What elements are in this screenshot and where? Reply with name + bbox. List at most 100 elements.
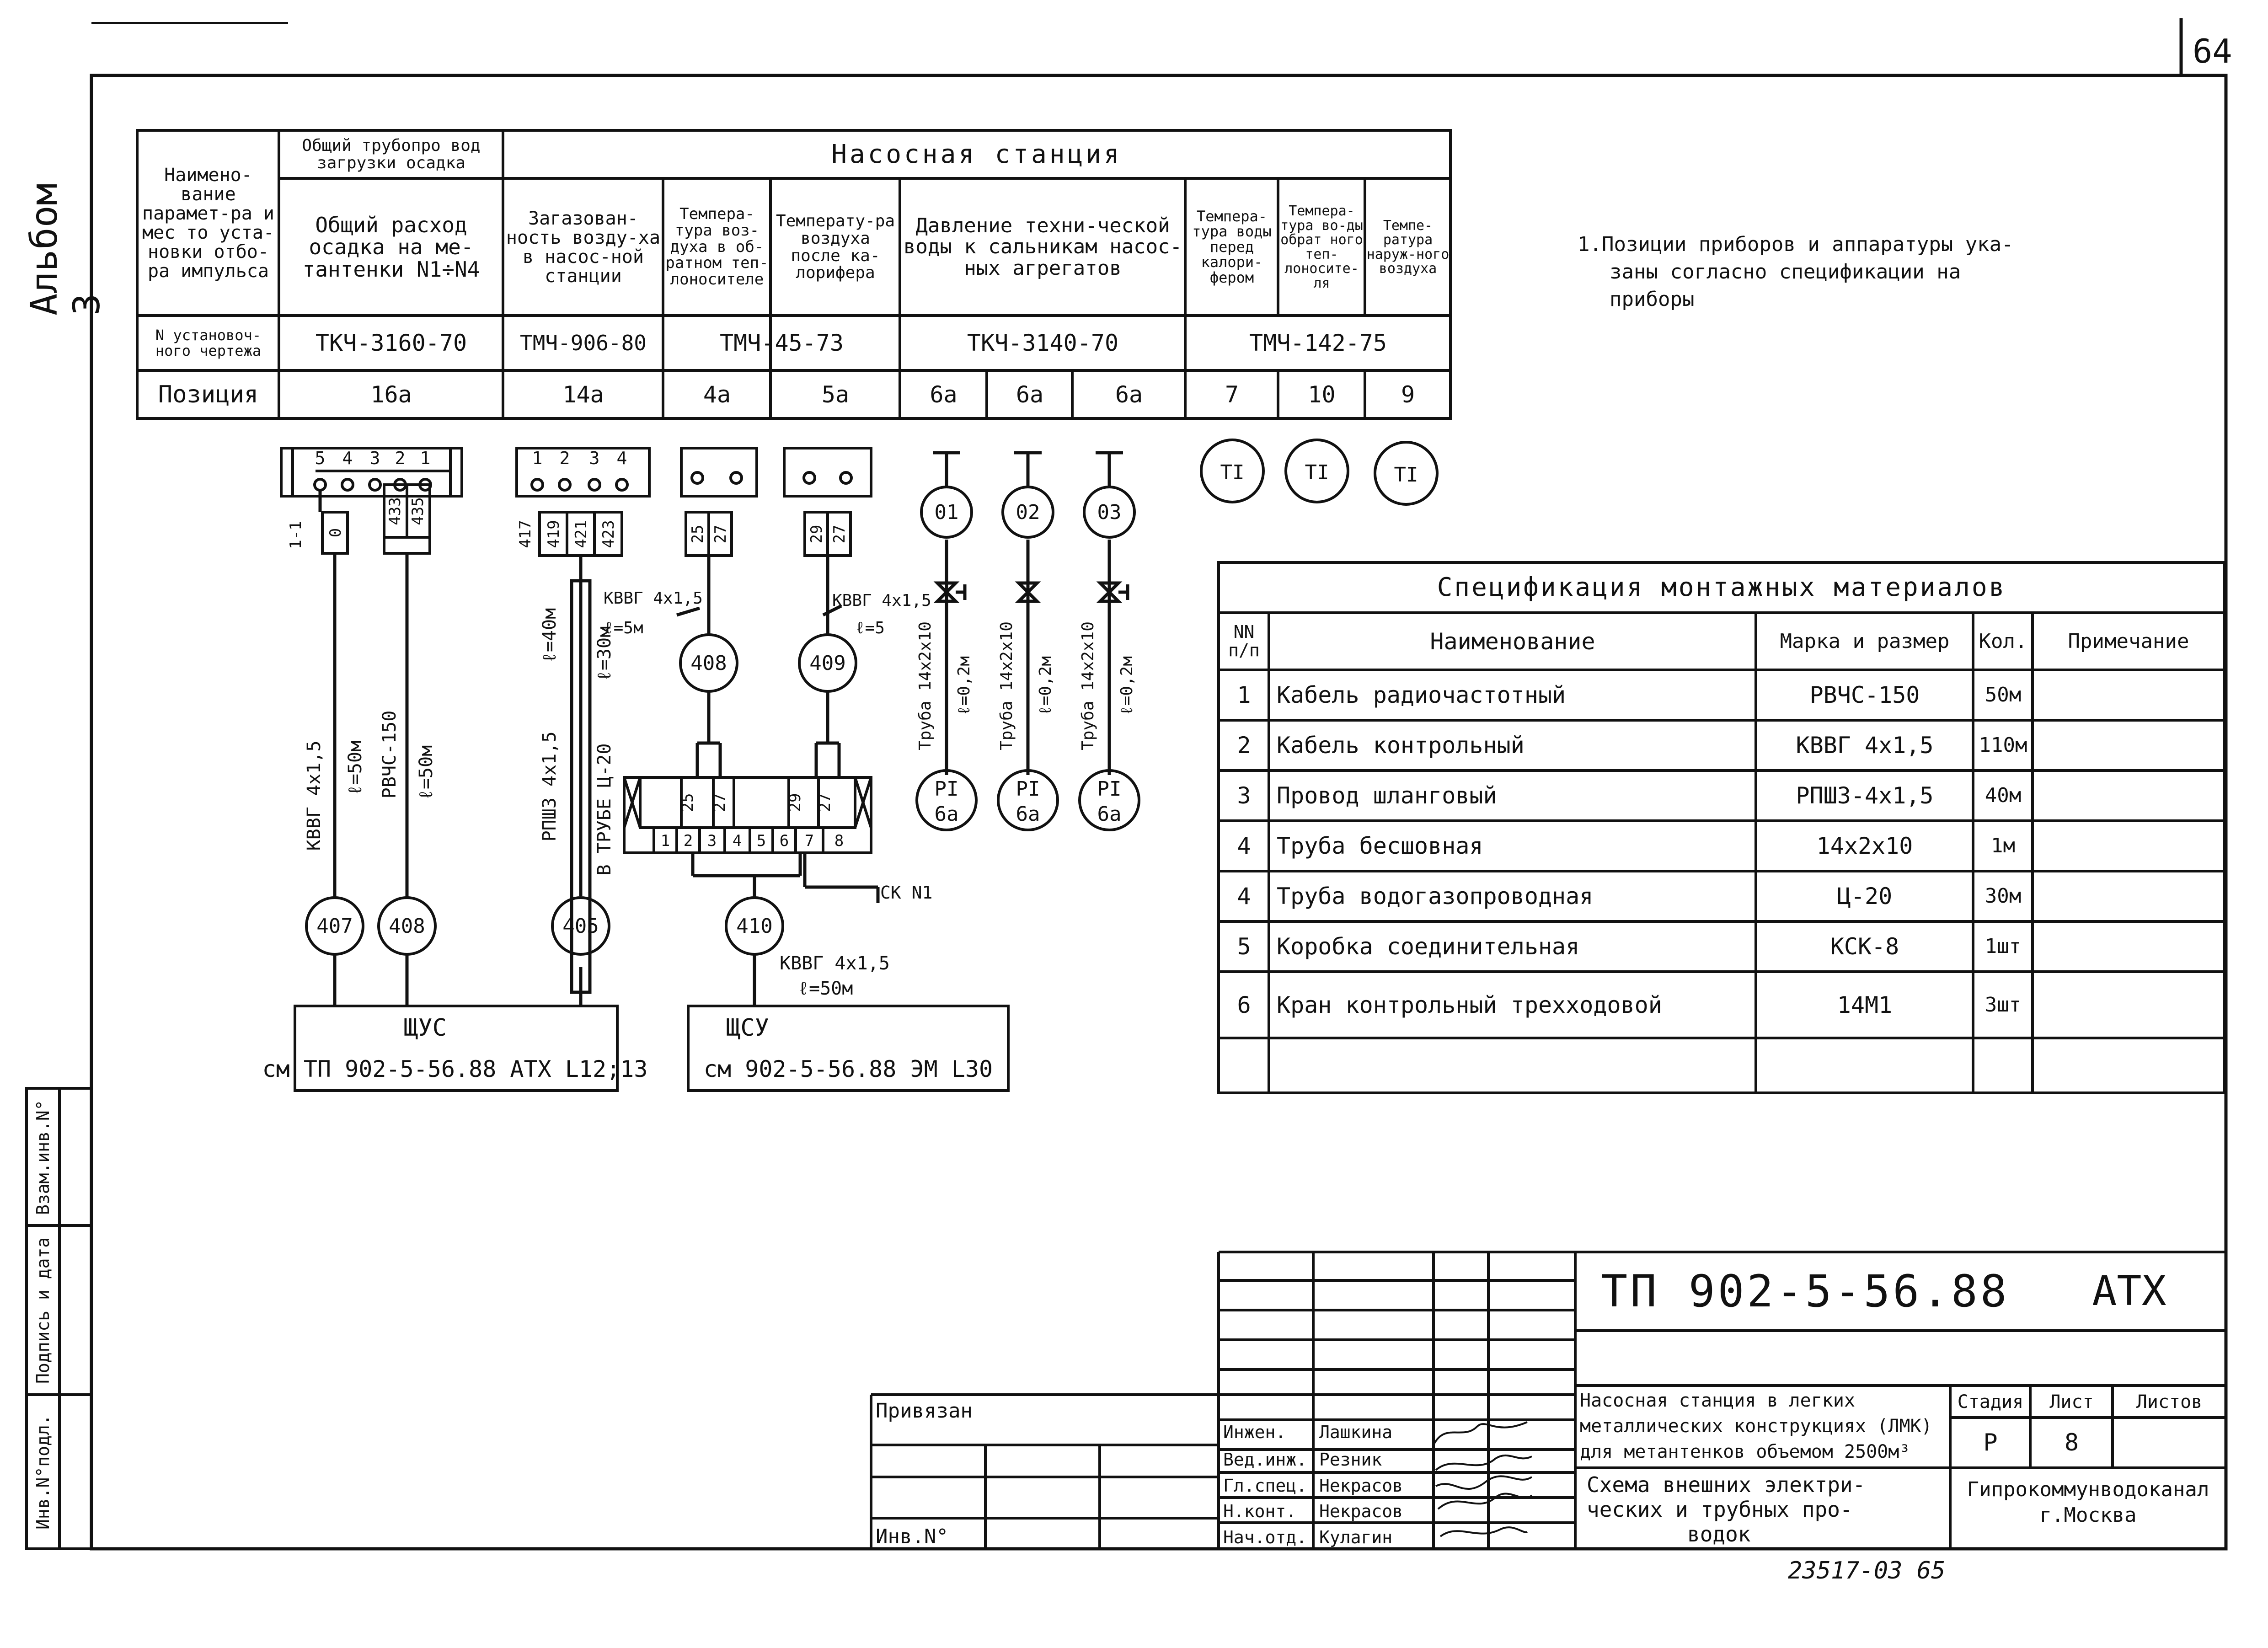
doc-title-2-line-2: ческих и трубных про- xyxy=(1587,1497,1853,1522)
cable-rvchs-len: ℓ=50м xyxy=(416,745,437,800)
org-block: Гипрокоммунводоканал г.Москва xyxy=(1952,1477,2225,1528)
panel-a-ref: см ТП 902-5-56.88 АТХ L12;13 xyxy=(262,1056,648,1082)
param-group-station: Насосная станция xyxy=(831,139,1122,169)
spec-header-qty: Кол. xyxy=(1979,629,2027,653)
sheets-label: Листов xyxy=(2136,1391,2203,1413)
pi-pos-1: 6а xyxy=(935,803,959,826)
box-mark-25: 25 xyxy=(679,793,697,812)
position-7: 6а xyxy=(1115,381,1143,408)
device-408: 408 xyxy=(389,915,425,938)
spec-cell-name: Кран контрольный трехходовой xyxy=(1277,991,1662,1018)
param-col-5: Давление техни-ческой воды к сальникам н… xyxy=(903,214,1182,280)
doc-title-1-line-1: Насосная станция в легких xyxy=(1580,1390,1856,1411)
notes: 1.Позиции приборов и аппаратуры ука- зан… xyxy=(1578,231,2014,313)
param-col-7: Темпера-тура во-ды обрат ного теп-лоноси… xyxy=(1280,203,1363,291)
wire-mark-435: 435 xyxy=(409,497,427,525)
name-1: Лашкина xyxy=(1319,1422,1392,1442)
device-numbers: 407 408 405 410 408 409 01 02 03 PI 6а P… xyxy=(316,461,1418,938)
title-block-signers: Инжен. Лашкина Вед.инж. Резник Гл.спец. … xyxy=(876,1399,1403,1548)
terminal-a-5: 1 xyxy=(420,448,431,468)
param-col-4: Температу-ра воздуха после ка-лорифера xyxy=(776,211,895,283)
terminal-a-4: 2 xyxy=(395,448,406,468)
cable-rpsh-len: ℓ=40м xyxy=(539,608,560,663)
ti-1: TI xyxy=(1220,461,1245,484)
spec-cell-name: Коробка соединительная xyxy=(1277,933,1580,960)
param-col-3: Темпера-тура воз-духа в об-ратном теп-ло… xyxy=(665,205,769,289)
spec-cell-no: 2 xyxy=(1237,732,1251,759)
cable-rpsh: РПШЗ 4х1,5 xyxy=(539,732,560,842)
cable-labels: КВВГ 4х1,5 ℓ=50м РВЧС-150 ℓ=50м РПШЗ 4х1… xyxy=(304,589,1136,999)
box-terminal-4: 4 xyxy=(733,832,742,850)
wire-mark-423: 423 xyxy=(599,520,618,548)
drawing-no-2: ТМЧ-906-80 xyxy=(520,331,647,356)
doc-mark: АТХ xyxy=(2092,1267,2166,1316)
position-9: 10 xyxy=(1308,381,1336,408)
position-2: 14а xyxy=(562,381,604,408)
role-3: Гл.спец. xyxy=(1223,1476,1307,1496)
spec-cell-mark: РПШЗ-4х1,5 xyxy=(1796,782,1934,809)
terminal-b-1: 1 xyxy=(532,448,543,468)
param-col-6: Темпера-тура воды перед калори-фером xyxy=(1192,207,1272,286)
terminal-strip-c xyxy=(680,447,872,498)
spec-cell-qty: 1шт xyxy=(1984,935,2022,958)
spec-cell-mark: 14М1 xyxy=(1837,991,1893,1018)
cable-kvvg-a: КВВГ 4х1,5 xyxy=(304,741,325,851)
spec-cell-qty: 110м xyxy=(1979,733,2027,757)
note-line-3: приборы xyxy=(1610,288,1695,311)
name-3: Некрасов xyxy=(1319,1476,1403,1496)
role-1: Инжен. xyxy=(1223,1422,1286,1442)
cable-pipe: В ТРУБЕ Ц-20 xyxy=(594,744,615,876)
param-table-grid xyxy=(136,129,1452,420)
device-408-b: 408 xyxy=(690,652,727,675)
spec-header-no: NN п/п xyxy=(1228,622,1260,660)
panel-b-name: ЩСУ xyxy=(726,1014,769,1042)
spec-cell-mark: 14х2х10 xyxy=(1816,833,1913,860)
gauge-03: 03 xyxy=(1097,501,1122,524)
note-line-1: 1.Позиции приборов и аппаратуры ука- xyxy=(1578,233,2014,256)
param-row-header: Наимено-вание парамет-ра и мес то уста-н… xyxy=(142,165,274,282)
junction-box-labels: 1 2 3 4 5 6 7 8 25 27 29 27 CK N1 xyxy=(661,793,933,903)
wire-mark-421: 421 xyxy=(572,520,590,548)
spec-table-grid xyxy=(1217,561,2226,1094)
box-mark-27b: 27 xyxy=(816,793,834,812)
panel-a-name: ЩУС xyxy=(404,1014,447,1042)
spec-cell-name: Кабель радиочастотный xyxy=(1277,682,1566,709)
box-label: CK N1 xyxy=(880,883,932,903)
drawing-no-5: ТМЧ-142-75 xyxy=(1249,330,1387,357)
tube-3-len: ℓ=0,2м xyxy=(1118,656,1136,716)
wire-mark-433: 433 xyxy=(386,497,404,525)
cable-kvvg-b: КВВГ 4х1,5 xyxy=(604,589,703,608)
box-mark-29: 29 xyxy=(786,793,804,812)
box-terminal-8: 8 xyxy=(834,832,844,850)
cable-kvvg-b-len: ℓ=5м xyxy=(604,619,643,637)
pi-label-3: PI xyxy=(1097,777,1122,801)
wire-mark-417: 417 xyxy=(516,520,535,548)
side-signature-date: Подпись и дата xyxy=(33,1237,53,1384)
wire-mark-419: 419 xyxy=(545,520,563,548)
cable-kvvg-a-len: ℓ=50м xyxy=(345,741,366,796)
param-col-1: Общий расход осадка на ме-тантенки N1÷N4 xyxy=(302,213,480,282)
tube-3: Труба 14х2х10 xyxy=(1079,621,1097,750)
spec-cell-no: 6 xyxy=(1237,991,1251,1018)
tube-2-len: ℓ=0,2м xyxy=(1036,656,1055,716)
wire-mark-27: 27 xyxy=(711,525,730,544)
terminal-b-4: 4 xyxy=(617,448,627,468)
wire-marks: 1-1 0 433 435 417 419 421 423 25 27 29 2… xyxy=(287,497,849,549)
box-mark-27: 27 xyxy=(711,793,729,812)
stage-label: Стадия xyxy=(1957,1391,2024,1413)
cable-kvvg-d: КВВГ 4х1,5 xyxy=(780,953,890,974)
doc-title-1-line-2: металлических конструкциях (ЛМК) xyxy=(1580,1416,1932,1437)
gauge-01: 01 xyxy=(935,501,959,524)
terminal-strip-b xyxy=(515,447,651,498)
device-410: 410 xyxy=(736,915,772,938)
pi-pos-3: 6а xyxy=(1097,803,1122,826)
drawing-no-4: ТКЧ-3140-70 xyxy=(967,330,1119,357)
spec-cell-mark: РВЧС-150 xyxy=(1809,682,1920,709)
name-4: Некрасов xyxy=(1319,1501,1403,1521)
spec-cell-qty: 3шт xyxy=(1984,993,2022,1017)
spec-cell-no: 3 xyxy=(1237,782,1251,809)
spec-title: Спецификация монтажных материалов xyxy=(1437,573,2006,603)
terminal-b-2: 2 xyxy=(560,448,570,468)
tube-1: Труба 14х2х10 xyxy=(916,621,935,750)
position-10: 9 xyxy=(1401,381,1415,408)
